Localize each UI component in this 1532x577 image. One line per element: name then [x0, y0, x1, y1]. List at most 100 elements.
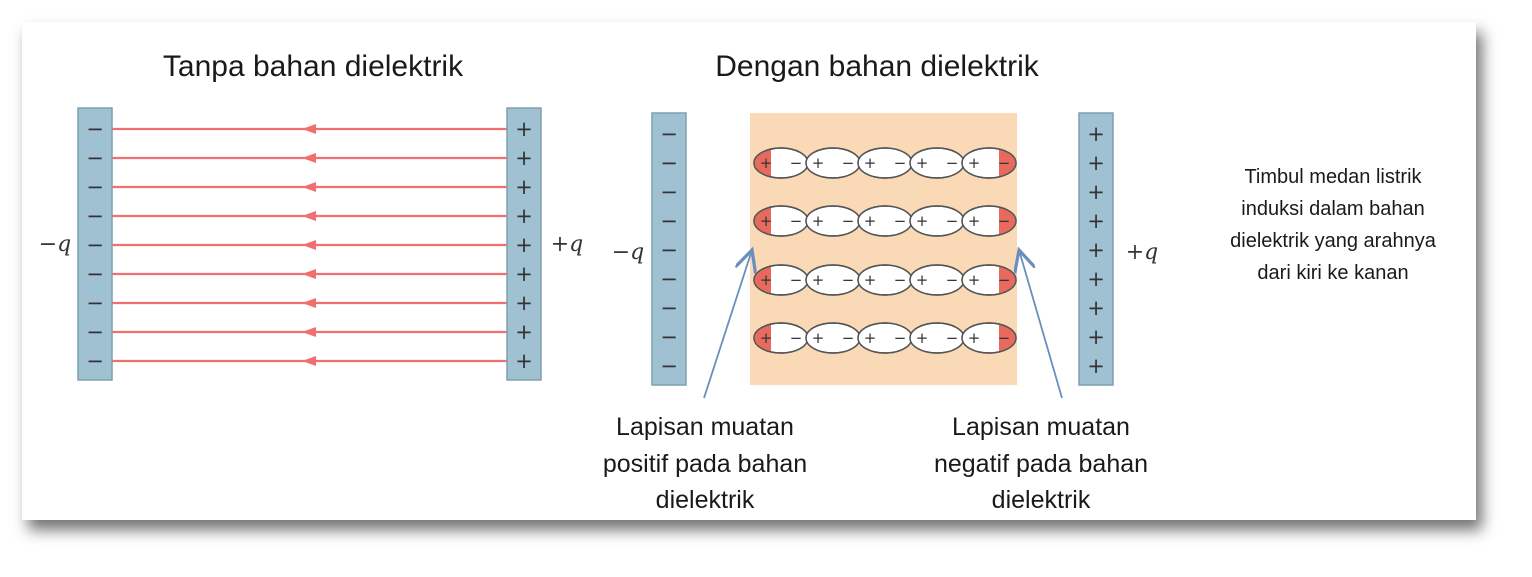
- positive-charge-sign: +: [515, 320, 533, 344]
- negative-caption-line-2: negatif pada bahan: [934, 450, 1148, 478]
- dipole-molecule: +−: [961, 264, 1017, 296]
- right-panel-title: Dengan bahan dielektrik: [715, 50, 1040, 83]
- dipole-molecule: +−: [753, 205, 809, 237]
- negative-surface-charge: [999, 207, 1016, 235]
- positive-charge-sign: +: [515, 146, 533, 170]
- positive-charge-sign: +: [515, 204, 533, 228]
- positive-charge-sign: +: [1087, 238, 1105, 262]
- negative-surface-charge: [999, 324, 1016, 352]
- dipole-minus-sign: −: [946, 329, 959, 347]
- dipole-plus-sign: +: [916, 154, 929, 172]
- right-negative-signs: −−−−−−−−−: [660, 122, 678, 378]
- right-positive-charge-label: +q: [1126, 240, 1159, 265]
- dipole-molecule: +−: [909, 264, 965, 296]
- positive-charge-sign: +: [515, 349, 533, 373]
- right-negative-plate: [651, 112, 687, 386]
- dipole-plus-sign: +: [760, 212, 773, 230]
- dipole-molecule: +−: [805, 205, 861, 237]
- positive-charge-sign: +: [1087, 151, 1105, 175]
- dipole-minus-sign: −: [946, 271, 959, 289]
- dipole-plus-sign: +: [968, 271, 981, 289]
- left-panel: −−−−−−−−− +++++++++ −q +q: [39, 107, 584, 381]
- left-positive-charge-label: +q: [551, 232, 584, 257]
- note-line-1: Timbul medan listrik: [1244, 166, 1422, 188]
- dipole-plus-sign: +: [864, 212, 877, 230]
- positive-charge-sign: +: [515, 233, 533, 257]
- positive-caption-line-2: positif pada bahan: [603, 450, 807, 478]
- left-field-lines: [112, 124, 507, 366]
- positive-charge-sign: +: [1087, 296, 1105, 320]
- dipole-minus-sign: −: [790, 271, 803, 289]
- dipole-outline: [961, 322, 1017, 354]
- negative-surface-charge: [999, 266, 1016, 294]
- dipole-minus-sign: −: [842, 271, 855, 289]
- dipole-minus-sign: −: [998, 212, 1011, 230]
- negative-charge-sign: −: [660, 180, 678, 204]
- note-line-2: induksi dalam bahan: [1241, 198, 1424, 220]
- field-direction-arrow: [302, 298, 316, 308]
- negative-charge-sign: −: [660, 354, 678, 378]
- positive-charge-sign: +: [1087, 325, 1105, 349]
- dipole-minus-sign: −: [998, 329, 1011, 347]
- right-positive-plate: [1078, 112, 1114, 386]
- negative-charge-sign: −: [86, 320, 104, 344]
- field-direction-arrow: [302, 182, 316, 192]
- dipole-plus-sign: +: [968, 329, 981, 347]
- positive-surface-charge: [754, 149, 771, 177]
- dipole-molecule: +−: [857, 264, 913, 296]
- induced-field-note: Timbul medan listrik induksi dalam bahan…: [1230, 166, 1437, 284]
- left-panel-title: Tanpa bahan dielektrik: [163, 50, 464, 83]
- positive-charge-sign: +: [1087, 180, 1105, 204]
- left-negative-signs: −−−−−−−−−: [86, 117, 104, 373]
- field-direction-arrow: [302, 124, 316, 134]
- negative-charge-sign: −: [86, 117, 104, 141]
- negative-charge-sign: −: [660, 151, 678, 175]
- dipole-minus-sign: −: [998, 271, 1011, 289]
- dipole-molecule: +−: [961, 147, 1017, 179]
- field-direction-arrow: [302, 327, 316, 337]
- dipole-plus-sign: +: [760, 154, 773, 172]
- negative-charge-sign: −: [86, 349, 104, 373]
- positive-surface-charge: [754, 324, 771, 352]
- dipole-molecule: +−: [961, 205, 1017, 237]
- dipole-molecule: +−: [753, 264, 809, 296]
- negative-charge-sign: −: [660, 238, 678, 262]
- dipole-plus-sign: +: [864, 154, 877, 172]
- dipole-molecule: +−: [857, 147, 913, 179]
- dipole-minus-sign: −: [790, 329, 803, 347]
- note-line-3: dielektrik yang arahnya: [1230, 230, 1437, 252]
- positive-charge-sign: +: [515, 117, 533, 141]
- negative-charge-sign: −: [86, 204, 104, 228]
- dipole-plus-sign: +: [760, 271, 773, 289]
- dipole-plus-sign: +: [916, 329, 929, 347]
- positive-charge-sign: +: [515, 262, 533, 286]
- positive-charge-sign: +: [515, 291, 533, 315]
- positive-surface-charge: [754, 266, 771, 294]
- negative-caption-line-3: dielektrik: [992, 486, 1091, 514]
- positive-charge-sign: +: [515, 175, 533, 199]
- negative-charge-sign: −: [86, 175, 104, 199]
- dipole-molecule: +−: [753, 147, 809, 179]
- dipole-plus-sign: +: [812, 329, 825, 347]
- dipole-minus-sign: −: [946, 212, 959, 230]
- dipole-molecule: +−: [753, 322, 809, 354]
- dipole-plus-sign: +: [916, 212, 929, 230]
- positive-layer-caption: Lapisan muatan positif pada bahan dielek…: [603, 413, 807, 514]
- positive-caption-line-1: Lapisan muatan: [616, 413, 794, 441]
- positive-charge-sign: +: [1087, 354, 1105, 378]
- negative-layer-pointer-arrow: [1019, 250, 1063, 399]
- dipole-minus-sign: −: [946, 154, 959, 172]
- negative-charge-sign: −: [86, 291, 104, 315]
- field-direction-arrow: [302, 153, 316, 163]
- dipole-molecule: +−: [909, 205, 965, 237]
- dipole-plus-sign: +: [812, 271, 825, 289]
- field-direction-arrow: [302, 356, 316, 366]
- dipole-plus-sign: +: [968, 212, 981, 230]
- positive-charge-sign: +: [1087, 267, 1105, 291]
- dipole-outline: [961, 264, 1017, 296]
- left-negative-plate: [77, 107, 113, 381]
- dipole-plus-sign: +: [812, 212, 825, 230]
- dipole-minus-sign: −: [894, 154, 907, 172]
- dipole-plus-sign: +: [760, 329, 773, 347]
- dipole-molecule: +−: [805, 264, 861, 296]
